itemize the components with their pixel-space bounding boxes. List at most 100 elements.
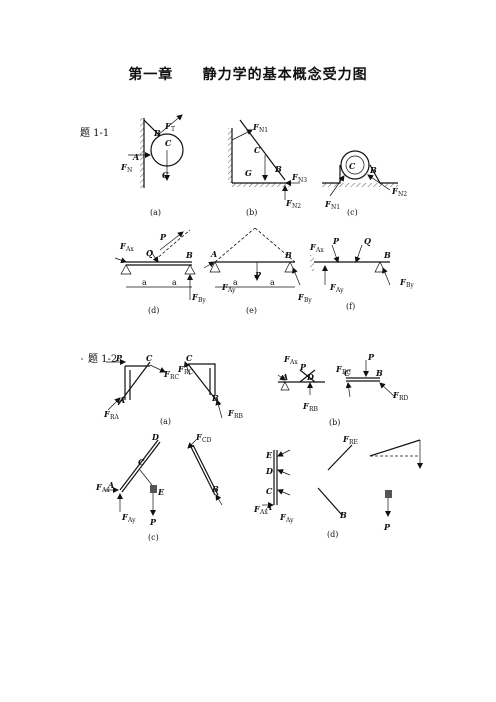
label: C	[138, 457, 145, 467]
chapter-title: 第一章 静力学的基本概念受力图	[128, 67, 368, 83]
label: F	[119, 241, 127, 251]
dimension: a	[270, 278, 275, 287]
label: P	[332, 236, 340, 246]
caption: (d)	[327, 530, 338, 539]
problem-1-1-label: 题 1-1	[80, 128, 110, 139]
label: F	[253, 504, 261, 514]
subscript: RB	[309, 406, 319, 413]
caption: (e)	[246, 306, 257, 315]
subscript: RC	[170, 374, 180, 381]
subscript: Ax	[259, 509, 268, 516]
caption: (a)	[150, 208, 161, 217]
label: A	[210, 249, 217, 259]
fig-1-1-a: B F T A C F N G (a)	[120, 114, 184, 217]
arrow-n1	[231, 129, 253, 141]
label: A	[107, 480, 114, 490]
label: P	[115, 353, 123, 363]
label: F	[227, 408, 235, 418]
label: G	[162, 170, 169, 180]
label: F	[329, 282, 337, 292]
fig-1-1-b: F N1 C G B F N3 F N2 (b)	[228, 119, 307, 217]
subscript: RC	[184, 369, 194, 376]
fig-1-2-b: P D A P C B F Ax F RB F RC F RD (b)	[277, 352, 409, 427]
subscript: Ay	[285, 517, 294, 524]
label: F	[195, 432, 203, 442]
subscript: Ax	[125, 246, 134, 253]
label: F	[95, 482, 103, 492]
cylinder	[340, 150, 370, 180]
subscript: N2	[292, 203, 301, 210]
label: F	[177, 364, 185, 374]
fig-1-1-f: P Q F Ax B F Ay F By (f)	[309, 236, 414, 311]
label: B	[153, 128, 161, 138]
label: F	[335, 364, 343, 374]
subscript: RD	[399, 395, 409, 402]
subscript: RA	[110, 414, 120, 421]
fig-1-2-c: D C A E B F Ax F Ay F CD P (c)	[95, 432, 223, 542]
label: F	[297, 292, 305, 302]
label: F	[302, 401, 310, 411]
label: F	[252, 122, 260, 132]
subscript: By	[304, 297, 312, 304]
label: B	[383, 250, 391, 260]
wall-hatch	[140, 118, 144, 188]
label: A	[118, 395, 125, 405]
caption: (b)	[246, 208, 257, 217]
label: B	[339, 510, 347, 520]
label: P	[383, 522, 391, 532]
fig-1-1-d: P Q F Ax B F By a a (d)	[114, 229, 206, 315]
label: F	[391, 186, 399, 196]
problem-1-2-label: 题 1-2	[88, 354, 118, 365]
subscript: N1	[259, 127, 268, 134]
subscript: By	[406, 282, 414, 289]
subscript: N3	[298, 177, 307, 184]
subscript: CD	[202, 437, 212, 444]
label: C	[165, 138, 172, 148]
label: B	[274, 164, 282, 174]
label: B	[375, 368, 383, 378]
label: F	[392, 390, 400, 400]
label: A	[281, 372, 288, 382]
label: B	[185, 250, 193, 260]
label: C	[349, 161, 356, 171]
label: E	[157, 487, 165, 497]
caption: (b)	[329, 418, 340, 427]
label: Q	[146, 248, 153, 258]
dimension: a	[172, 278, 177, 287]
label: B	[211, 393, 219, 403]
fig-1-2-a: P C C A B F RA F RC F RC F RB (a)	[103, 353, 244, 426]
dimension: a	[142, 278, 147, 287]
label: C	[146, 353, 153, 363]
rope	[143, 119, 161, 137]
fig-1-1-c: C B F N1 F N2 (c)	[322, 150, 407, 217]
subscript: N2	[398, 191, 407, 198]
label: P	[367, 352, 375, 362]
label: B	[211, 484, 219, 494]
arrow-n2	[367, 174, 391, 191]
label: C	[266, 486, 273, 496]
label: D	[265, 466, 273, 476]
fig-1-1-e: A P B F Ay F By a a (e)	[203, 227, 312, 315]
subscript: Ax	[315, 247, 324, 254]
label: A	[265, 502, 272, 512]
label: B	[284, 250, 292, 260]
caption: (d)	[148, 306, 159, 315]
label: P	[299, 362, 307, 372]
subscript: RB	[234, 413, 244, 420]
tension-arrow	[157, 114, 183, 136]
subscript: RE	[349, 439, 358, 446]
label: F	[309, 242, 317, 252]
label: F	[120, 162, 128, 172]
label: F	[291, 172, 299, 182]
label: E	[265, 450, 273, 460]
label: F	[283, 354, 291, 364]
label: P	[254, 270, 262, 280]
subscript: Ay	[335, 287, 344, 294]
label: F	[342, 434, 350, 444]
label: P	[149, 517, 157, 527]
label: F	[279, 512, 287, 522]
subscript: By	[198, 297, 206, 304]
label: C	[254, 145, 261, 155]
label: C	[186, 353, 193, 363]
